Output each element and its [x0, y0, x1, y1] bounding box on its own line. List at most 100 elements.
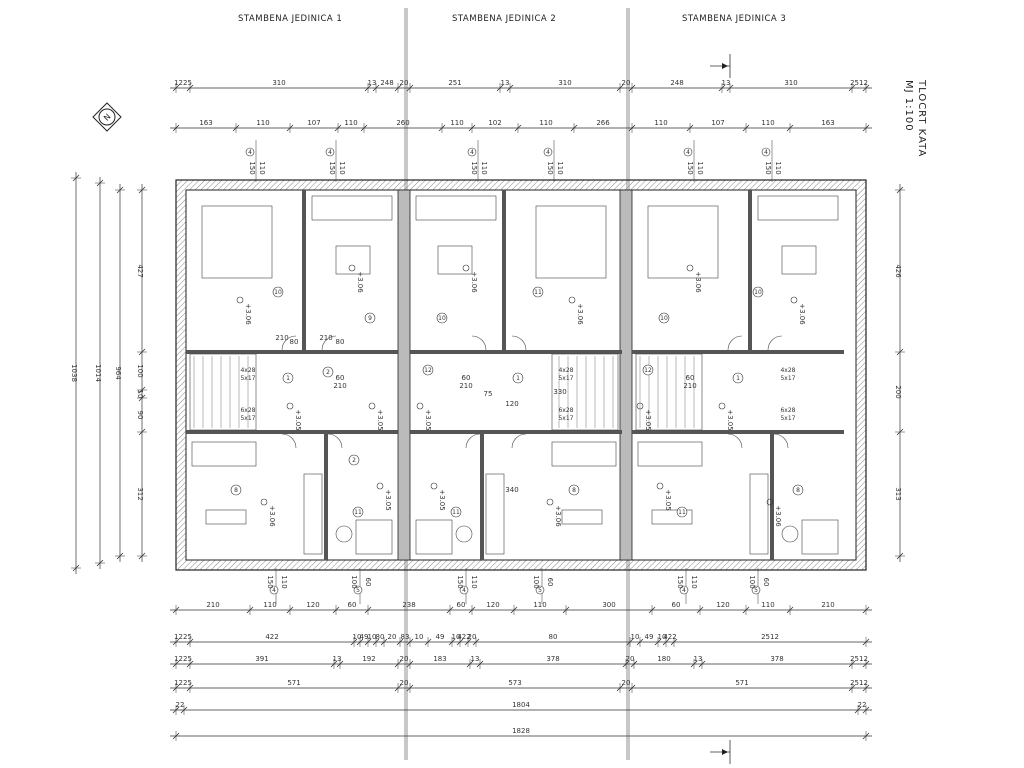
window-tag-circle: [459, 585, 469, 595]
bottom-dim-row-1-label: 210: [821, 601, 834, 609]
top-dim-row-2-label: 110: [539, 119, 552, 127]
bottom-dim-row-4-label: 20: [400, 679, 409, 687]
bottom-dim-row-2-label: 10: [452, 633, 461, 641]
window-width-label: 110: [690, 575, 698, 588]
top-dim-row-1-label: 310: [784, 79, 797, 87]
window-width-label: 60: [762, 578, 770, 587]
top-dim-row-1-label: 310: [558, 79, 571, 87]
room-number-circle: [422, 364, 434, 376]
corridor-wall-top: [186, 350, 398, 354]
stair-label: 4x28: [240, 367, 255, 374]
bottom-dim-row-3-label: 13: [694, 655, 703, 663]
door-dimension-label: 60: [686, 374, 695, 382]
bottom-dim-row-2-label: 422: [663, 633, 676, 641]
level-label: +3.06: [694, 271, 702, 293]
level-label: +3.05: [376, 409, 384, 430]
bottom-dim-row-1-label: 210: [206, 601, 219, 609]
stair-label: 5x17: [558, 375, 573, 382]
window-tag-circle: [535, 585, 545, 595]
level-label: +3.05: [726, 409, 734, 430]
door-swing: [471, 335, 487, 351]
bathroom-divider-wall: [324, 434, 328, 560]
bottom-dim-row-2-label: 83: [401, 633, 410, 641]
bed-furniture: [535, 205, 607, 279]
top-dim-row-1-label: 248: [380, 79, 393, 87]
lower-wardrobe: [637, 441, 703, 467]
window-tag-number: 4: [470, 149, 474, 156]
window-height-label: 150: [470, 161, 478, 174]
top-dim-row-1-label: 248: [670, 79, 683, 87]
door-dimension-label: 210: [459, 382, 472, 390]
top-dim-row-1-label: 13: [722, 79, 731, 87]
room-number-label: 11: [452, 509, 460, 516]
level-marker-icon: [368, 402, 376, 410]
room-number-label: 10: [754, 289, 762, 296]
door-swing: [327, 433, 343, 449]
bedroom-divider-wall: [748, 190, 752, 350]
door-dimension-label: 80: [336, 338, 345, 346]
bed-furniture: [647, 205, 719, 279]
level-marker-icon: [656, 482, 664, 490]
room-number-label: 2: [326, 369, 330, 376]
window-tag-number: 5: [538, 587, 542, 594]
north-arrow-icon: N: [92, 102, 122, 132]
door-dimension-label: 340: [505, 486, 518, 494]
door-swing: [321, 335, 337, 351]
top-dim-row-1-label: 1225: [174, 79, 192, 87]
bottom-dim-row-1-label: 60: [348, 601, 357, 609]
top-dim-row-1-label: 13: [368, 79, 377, 87]
level-marker-icon: [430, 482, 438, 490]
level-marker-icon: [568, 296, 576, 304]
room-number-circle: [282, 372, 294, 384]
level-label: +3.05: [294, 409, 302, 430]
bottom-dim-row-3-label: 13: [471, 655, 480, 663]
window-width-label: 110: [480, 161, 488, 174]
toilet-fixture: [455, 525, 473, 543]
room-number-circle: [352, 506, 364, 518]
stair-block: [189, 353, 257, 431]
left-dim-mid-label: 1014: [94, 364, 102, 382]
lower-desk: [205, 509, 247, 525]
room-number-circle: [532, 286, 544, 298]
bath-furniture: [415, 519, 453, 555]
top-dim-row-2-label: 107: [307, 119, 320, 127]
window-tag-circle: [679, 585, 689, 595]
window-tag-circle: [269, 585, 279, 595]
window-tag-number: 4: [764, 149, 768, 156]
top-dim-row-1-label: 20: [622, 79, 631, 87]
bottom-dim-row-2-label: 10: [415, 633, 424, 641]
room-number-circle: [322, 366, 334, 378]
unit-label-3: STAMBENA JEDINICA 3: [682, 14, 787, 24]
bottom-dim-row-3-label: 20: [400, 655, 409, 663]
window-tag-circle: [325, 147, 335, 157]
window-height-label: 150: [456, 575, 464, 588]
window-tag-circle: [761, 147, 771, 157]
level-marker-icon: [348, 264, 356, 272]
room-number-circle: [568, 484, 580, 496]
door-swing: [281, 433, 297, 449]
level-label: +3.05: [384, 489, 392, 510]
level-label: +3.06: [774, 505, 782, 527]
window-width-label: 110: [338, 161, 346, 174]
room-number-label: 8: [572, 487, 576, 494]
room-number-label: 10: [438, 315, 446, 322]
level-marker-icon: [766, 498, 774, 506]
right-dim-rooms-label: 426: [894, 264, 902, 278]
top-dim-row-2-label: 110: [450, 119, 463, 127]
left-dim-rooms-label: 100: [136, 364, 144, 377]
window-tag-number: 4: [272, 587, 276, 594]
bath-furniture: [355, 519, 393, 555]
top-dim-row-2-label: 110: [344, 119, 357, 127]
left-dim-outer-label: 1038: [70, 364, 78, 382]
bed-furniture: [201, 205, 273, 279]
level-marker-icon: [790, 296, 798, 304]
left-dim-rooms-label: 90: [136, 411, 144, 420]
door-dimension-label: 210: [333, 382, 346, 390]
window-width-label: 110: [470, 575, 478, 588]
window-tag-circle: [751, 585, 761, 595]
window-width-label: 110: [696, 161, 704, 174]
corridor-wall-bottom: [632, 430, 844, 434]
room-number-label: 8: [234, 487, 238, 494]
window-tag-number: 4: [682, 587, 686, 594]
